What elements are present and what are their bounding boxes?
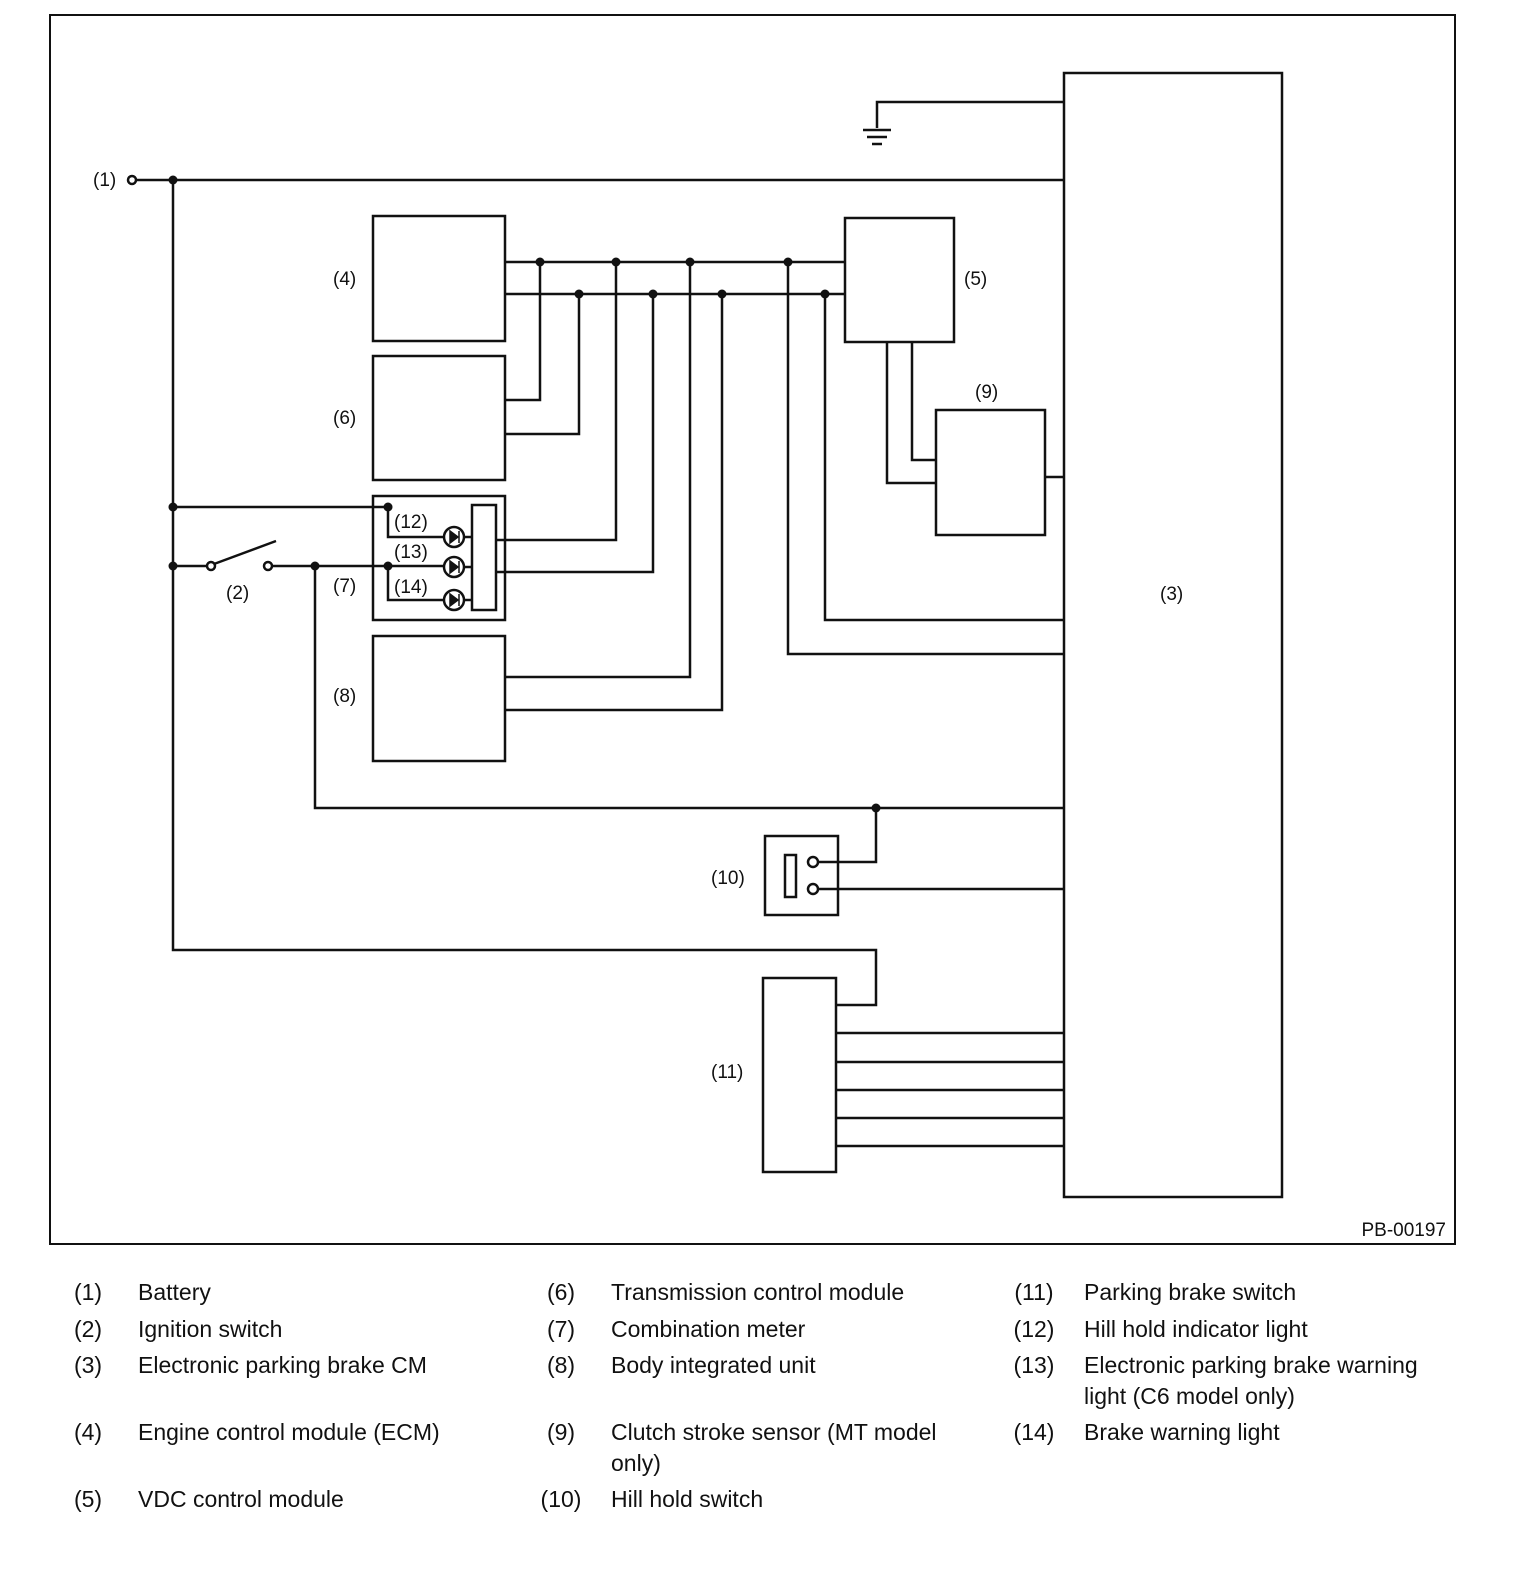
legend-text-2: Ignition switch (138, 1316, 283, 1342)
box-combination-meter (371, 494, 507, 622)
legend-num-13: (13) (1013, 1352, 1055, 1378)
legend-num-3: (3) (73, 1352, 103, 1378)
label-7: (7) (333, 576, 356, 597)
legend-text-11: Parking brake switch (1084, 1279, 1297, 1305)
label-4: (4) (333, 269, 356, 290)
legend-num-14: (14) (1013, 1419, 1055, 1445)
label-3: (3) (1160, 584, 1183, 605)
legend-text-4: Engine control module (ECM) (138, 1419, 440, 1445)
label-9: (9) (975, 382, 998, 403)
legend-text-9: Clutch stroke sensor (MT model only) (611, 1419, 937, 1476)
legend-text-13: Electronic parking brake warning light (… (1084, 1352, 1418, 1409)
box-epb-cm (1062, 71, 1284, 1199)
legend-num-12: (12) (1013, 1316, 1055, 1342)
label-11: (11) (711, 1062, 743, 1083)
legend-text-5: VDC control module (138, 1486, 344, 1512)
legend-text-1: Battery (138, 1279, 211, 1305)
legend-text-10: Hill hold switch (611, 1486, 764, 1512)
diagram-frame (49, 14, 1456, 1245)
label-14: (14) (394, 577, 428, 598)
label-10: (10) (711, 868, 745, 889)
label-5: (5) (964, 269, 987, 290)
legend-num-4: (4) (73, 1419, 103, 1445)
legend-num-5: (5) (73, 1486, 103, 1512)
ground-wire (875, 100, 1064, 128)
legend-num-11: (11) (1014, 1279, 1054, 1305)
legend-text-14: Brake warning light (1084, 1419, 1280, 1445)
box-body-integrated-unit (371, 634, 507, 763)
label-1: (1) (93, 170, 116, 191)
legend-num-10: (10) (540, 1486, 582, 1512)
legend-num-2: (2) (73, 1316, 103, 1342)
box-clutch-sensor (934, 408, 1047, 537)
box-tcm (371, 354, 507, 482)
legend-text-12: Hill hold indicator light (1084, 1316, 1308, 1342)
box-parking-brake-switch (761, 976, 838, 1174)
legend-text-7: Combination meter (611, 1316, 806, 1342)
label-13: (13) (394, 542, 428, 563)
legend-num-7: (7) (546, 1316, 576, 1342)
label-8: (8) (333, 686, 356, 707)
label-2: (2) (226, 583, 249, 604)
diagram-code: PB-00197 (1361, 1220, 1446, 1241)
legend-num-6: (6) (546, 1279, 576, 1305)
legend-text-8: Body integrated unit (611, 1352, 816, 1378)
box-ecm (371, 214, 507, 343)
box-vdc (843, 216, 956, 344)
label-12: (12) (394, 512, 428, 533)
legend-num-9: (9) (546, 1419, 576, 1445)
box-hill-hold-switch (763, 834, 840, 917)
legend-text-3: Electronic parking brake CM (138, 1352, 427, 1378)
label-6: (6) (333, 408, 356, 429)
legend-num-8: (8) (546, 1352, 576, 1378)
battery-terminal (126, 174, 138, 186)
legend-text-6: Transmission control module (611, 1279, 905, 1305)
legend-num-1: (1) (73, 1279, 103, 1305)
